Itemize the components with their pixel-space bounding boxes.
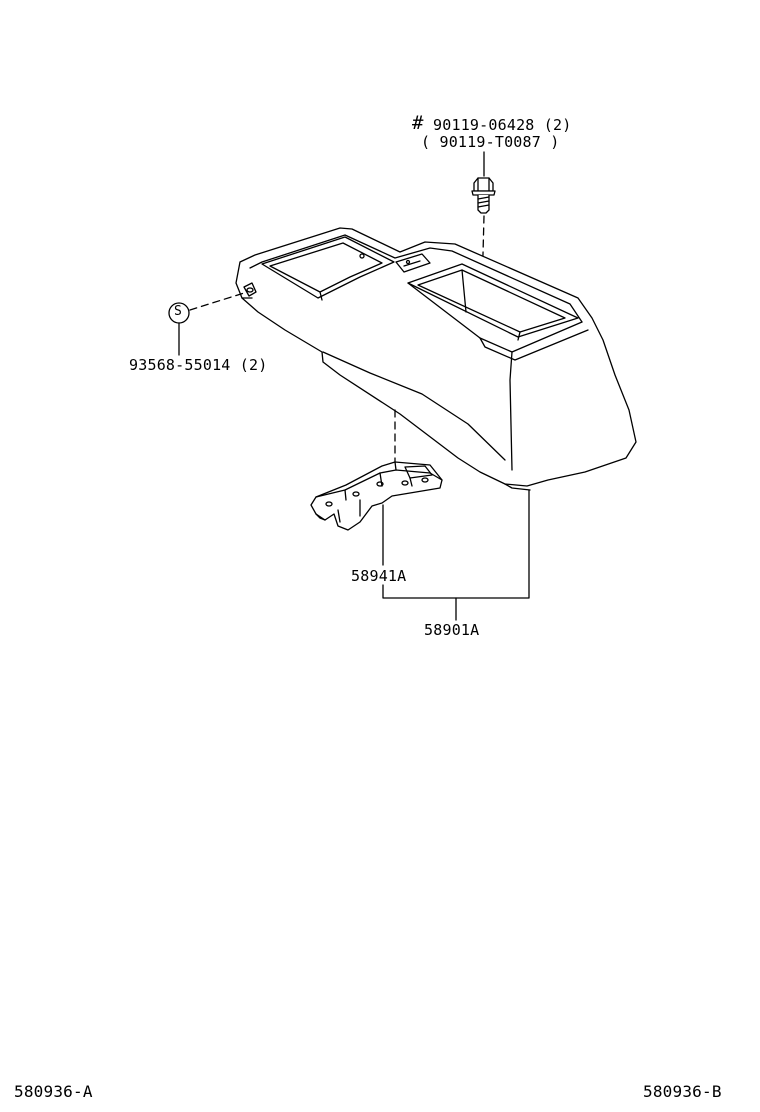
bolt-part-number: 90119-06428 (2) — [433, 116, 572, 134]
footer-right-code: 580936-B — [643, 1082, 722, 1101]
console-assembly-number: 58901A — [424, 621, 480, 639]
screw-symbol-letter: S — [174, 304, 183, 319]
console-box-icon — [236, 228, 636, 490]
footer-left-code: 580936-A — [14, 1082, 93, 1101]
bolt-alt-part-number: ( 90119-T0087 ) — [421, 133, 560, 151]
bolt-dash-line — [480, 215, 485, 331]
screw-part-number: 93568-55014 (2) — [129, 356, 268, 374]
bracket-icon — [311, 462, 442, 530]
bolt-icon — [472, 178, 495, 213]
bolt-mark-symbol: # — [412, 112, 424, 134]
screw-dash-line — [189, 292, 245, 311]
bracket-part-number: 58941A — [351, 567, 407, 585]
